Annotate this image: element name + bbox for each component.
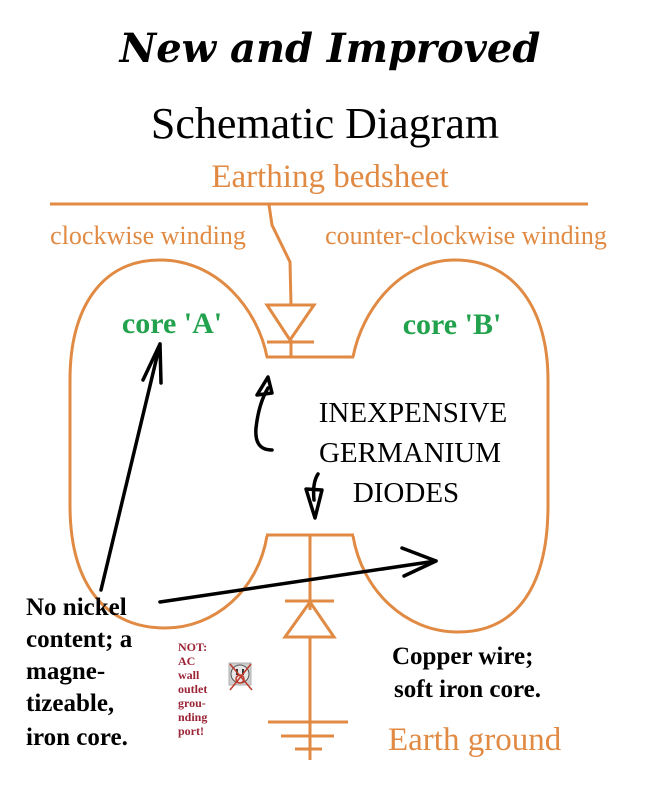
diodes-label-line-3: DIODES <box>353 477 459 509</box>
core-a-label: core 'A' <box>122 307 222 340</box>
earth-ground-label: Earth ground <box>388 722 562 758</box>
left-note-line-5: iron core. <box>26 724 128 751</box>
crossed-out-ac-outlet-icon <box>228 662 253 691</box>
arrow-head-core-b-icon <box>400 546 438 578</box>
counter-clockwise-winding-label: counter-clockwise winding <box>325 221 607 250</box>
earthing-bedsheet-label: Earthing bedsheet <box>211 159 448 195</box>
core-b-label: core 'B' <box>403 308 502 341</box>
diodes-label-line-1: INEXPENSIVE <box>319 397 508 429</box>
arrow-head-bottom-diode-icon <box>304 487 324 520</box>
arrow-head-core-a-icon <box>141 342 163 385</box>
warning-line-7: port! <box>178 724 204 738</box>
title-line-2: Schematic Diagram <box>151 99 499 148</box>
warning-line-2: AC <box>178 654 195 668</box>
title-line-1: New and Improved <box>118 25 541 72</box>
warning-line-5: grou- <box>178 696 206 710</box>
clockwise-winding-label: clockwise winding <box>50 221 246 250</box>
warning-line-3: wall <box>178 668 200 682</box>
arrow-to-core-a <box>99 342 162 592</box>
warning-line-6: nding <box>178 710 207 724</box>
left-note-line-4: tizeable, <box>26 690 114 717</box>
warning-line-4: outlet <box>178 682 207 696</box>
left-note-line-2: content; a <box>26 626 133 653</box>
warning-line-1: NOT: <box>178 640 207 654</box>
core-a-outline <box>68 258 269 630</box>
arrow-to-bottom-diode <box>311 472 320 502</box>
left-note-line-3: magne- <box>26 658 105 685</box>
diodes-label-line-2: GERMANIUM <box>319 437 501 469</box>
arrow-to-top-diode <box>254 386 274 452</box>
core-b-outline <box>351 258 550 634</box>
arrow-head-top-diode-icon <box>255 375 274 397</box>
left-note-line-1: No nickel <box>26 594 127 621</box>
right-note-line-2: soft iron core. <box>394 676 541 703</box>
top-diode-icon <box>264 303 317 343</box>
arrow-to-core-b <box>158 559 438 604</box>
right-note-line-1: Copper wire; <box>392 643 533 670</box>
top-lead-wire <box>267 204 293 306</box>
